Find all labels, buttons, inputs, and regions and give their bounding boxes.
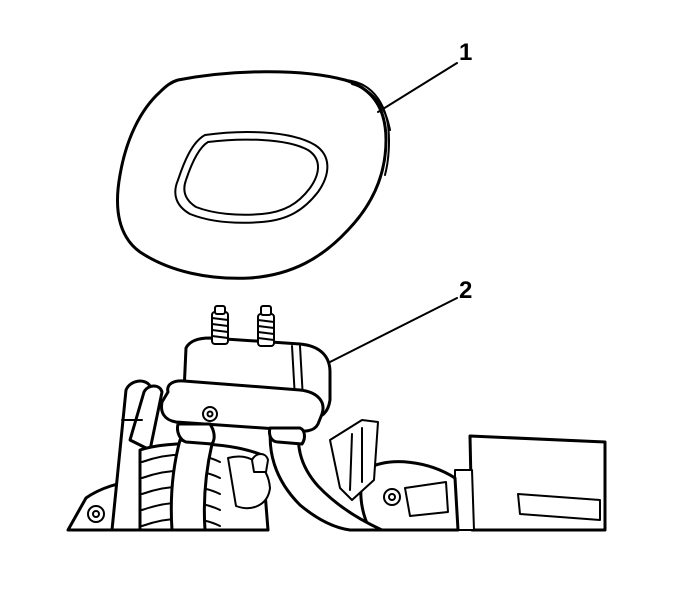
seal-part [116,70,391,280]
leader-line-2 [329,297,458,363]
leader-line-1 [377,62,458,113]
assembly-part [66,305,607,532]
callout-1: 1 [459,39,472,66]
stud-right [257,305,275,347]
callout-2: 2 [459,277,472,304]
stud-left [211,305,229,345]
